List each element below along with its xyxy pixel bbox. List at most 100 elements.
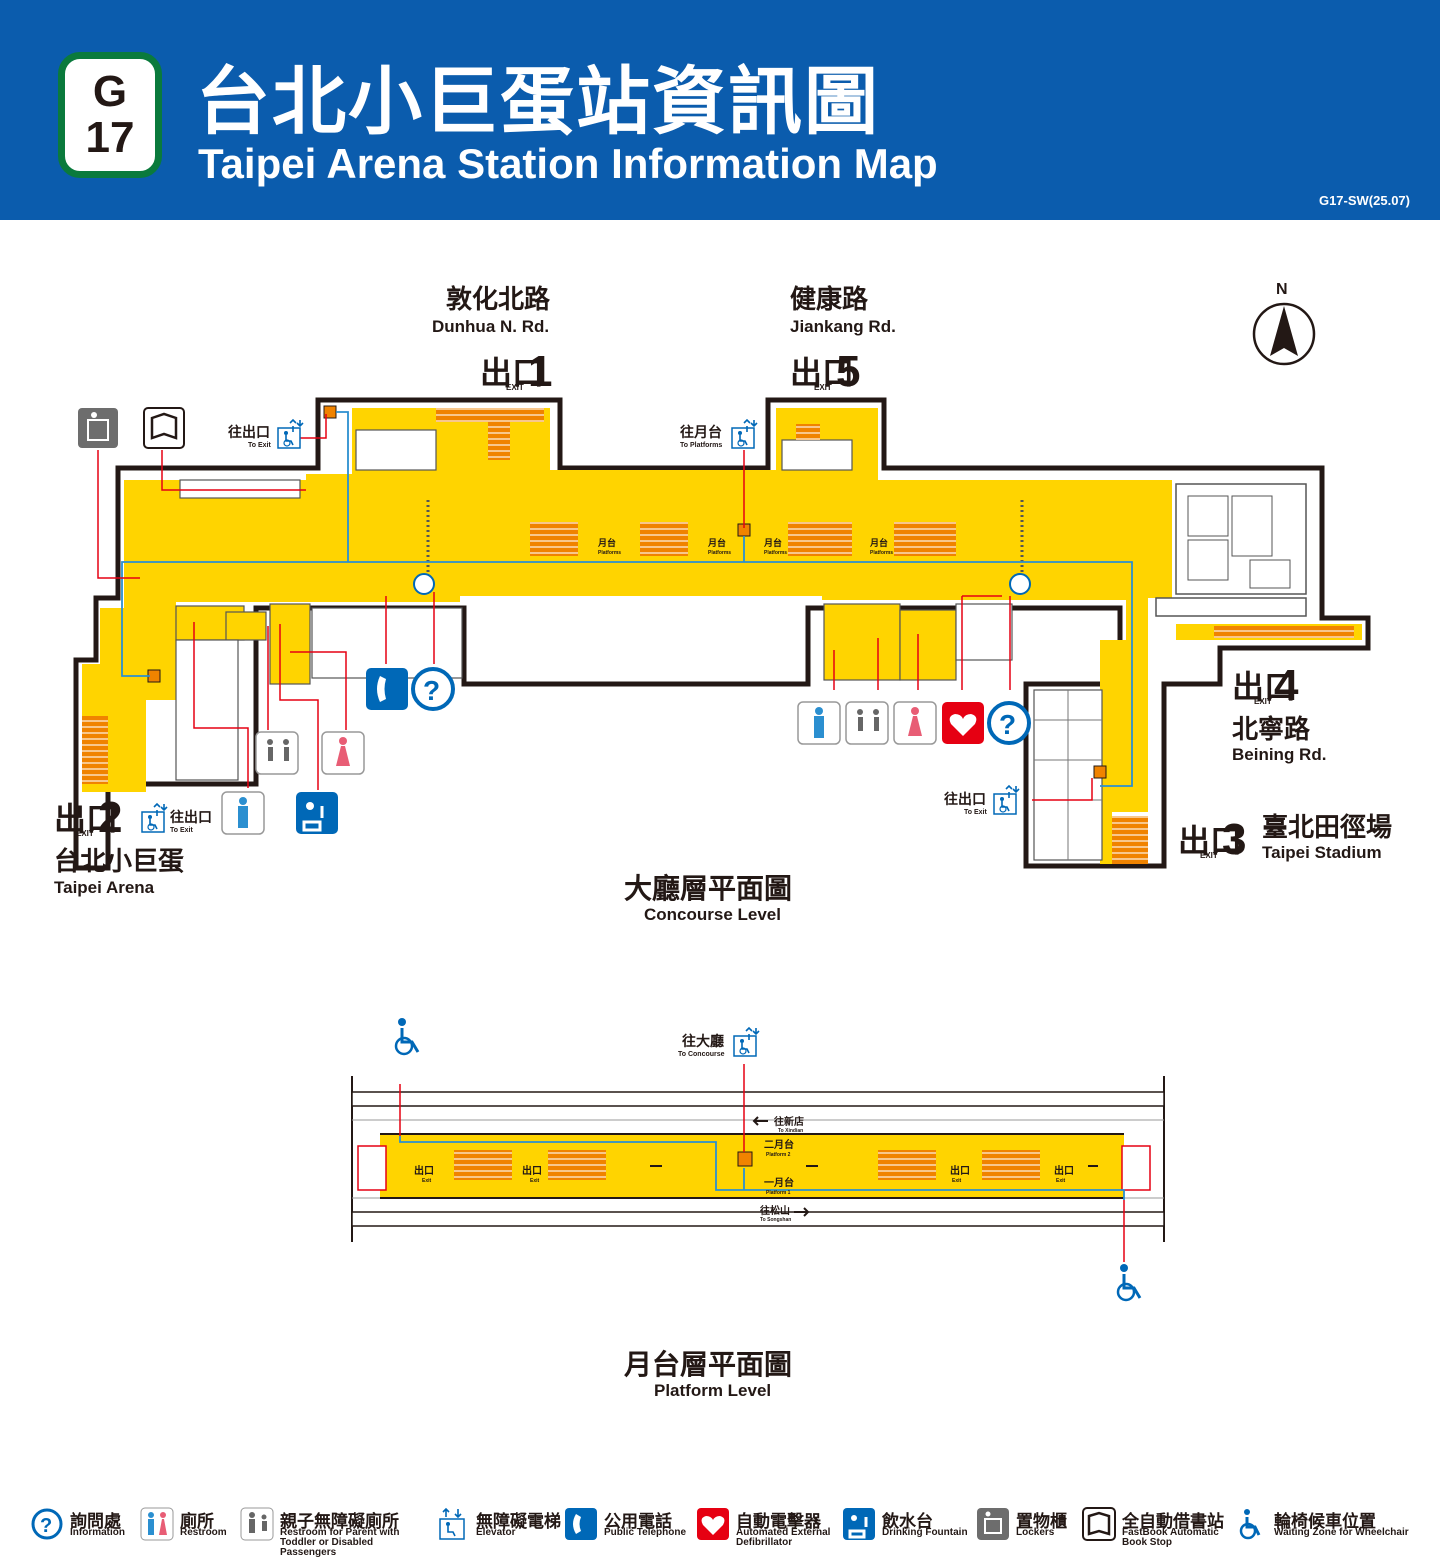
legend: ? 詢問處 Information 廁所 Restroom 親子無障礙廁所 Re… — [30, 1505, 1420, 1558]
elev5-zh: 往大廳 — [682, 1033, 724, 1050]
legend-label: 公用電話 — [604, 1512, 672, 1532]
aed-icon — [942, 702, 984, 744]
page-title: 台北小巨蛋站資訊圖 — [196, 59, 880, 145]
escalator-label-en-1: Platforms — [598, 550, 621, 556]
elev5-en: To Concourse — [678, 1051, 725, 1058]
elev1-en: To Exit — [248, 442, 271, 449]
fastbook-icon — [1082, 1507, 1116, 1541]
legend-label-en: Restroom — [180, 1527, 227, 1538]
information-icon: ? — [31, 1508, 63, 1540]
elev1-zh: 往出口 — [228, 424, 270, 441]
exit1-number: 1 — [528, 347, 552, 396]
page-title-english: Taipei Arena Station Information Map — [198, 140, 938, 187]
accessible-route — [121, 411, 1133, 787]
platform-exit-label-en-2: Exit — [530, 1178, 540, 1184]
station-map: 月台 月台 月台 月台 Platforms Platforms Platform… — [54, 281, 1392, 1400]
exit4-word-en: EXIT — [1254, 697, 1272, 706]
legend-label-en: Information — [70, 1527, 125, 1538]
legend-label-en: Lockers — [1016, 1527, 1055, 1538]
legend-label: 全自動借書站 — [1122, 1512, 1224, 1532]
family-accessible-restroom-icon — [240, 1507, 274, 1541]
exit3-place-en: Taipei Stadium — [1262, 843, 1382, 862]
legend-label: 置物櫃 — [1016, 1512, 1067, 1532]
legend-label-en: Drinking Fountain — [882, 1527, 968, 1538]
legend-label-en: Automated External Defibrillator — [736, 1527, 831, 1548]
elevator-icon — [731, 419, 758, 449]
platform-exit-label-2: 出口 — [522, 1164, 542, 1177]
svg-text:?: ? — [423, 675, 440, 706]
lockers-icon — [977, 1508, 1009, 1540]
legend-label-en: Public Telephone — [604, 1527, 687, 1538]
telephone-icon — [565, 1508, 597, 1540]
exit1-word-en: EXIT — [506, 383, 524, 392]
escalator-label-1: 月台 — [597, 537, 616, 549]
elevator-icon — [733, 1027, 760, 1057]
elev2-zh: 往月台 — [680, 424, 722, 441]
line-code: G — [92, 67, 128, 116]
information-icon: ? — [411, 667, 455, 711]
concourse-floor-plan: 月台 月台 月台 月台 Platforms Platforms Platform… — [73, 397, 1371, 871]
platform-floor-plan — [351, 1064, 1165, 1262]
elevator-sign-concourse: 往大廳 To Concourse — [678, 1027, 760, 1058]
document-code: G17-SW(25.07) — [1318, 193, 1410, 208]
legend-label-en: Waiting Zone for Wheelchair — [1274, 1527, 1409, 1538]
escalator-label-en-2: Platforms — [708, 550, 731, 556]
svg-text:?: ? — [40, 1515, 52, 1537]
restroom-women-icon — [321, 731, 365, 775]
elevator-icon — [277, 419, 304, 449]
legend-label: 無障礙電梯 — [476, 1512, 561, 1532]
exit-5-label: 出口 EXIT 5 — [790, 347, 860, 396]
exit3-number: 3 — [1222, 815, 1246, 864]
legend-label: 親子無障礙廁所 — [280, 1512, 399, 1532]
restroom-women-icon — [893, 701, 937, 745]
elevator-sign-platforms: 往月台 To Platforms — [680, 419, 758, 449]
exit4-word: 出口 — [1232, 668, 1296, 706]
legend-label-en: FastBook Automatic Book Stop — [1122, 1527, 1219, 1548]
elev4-en: To Exit — [964, 809, 987, 816]
exit2-number: 2 — [98, 793, 122, 842]
restroom-men-icon — [221, 791, 265, 835]
exit2-place-zh: 台北小巨蛋 — [54, 846, 184, 877]
station-number: 17 — [85, 113, 135, 162]
concourse-title: 大廳層平面圖 — [624, 872, 792, 905]
exit3-place-zh: 臺北田徑場 — [1262, 813, 1392, 843]
platform-title: 月台層平面圖 — [623, 1348, 792, 1381]
exit5-road-en: Jiankang Rd. — [790, 317, 896, 336]
line-badge: G 17 — [58, 52, 162, 178]
elevator-icon — [993, 785, 1020, 815]
platform1-label-en: Platform 1 — [766, 1190, 791, 1196]
escalator-label-4: 月台 — [869, 537, 888, 549]
restroom-men-icon — [797, 701, 841, 745]
family-accessible-restroom-icon — [845, 701, 889, 745]
to-xindian-label-en: To Xindian — [778, 1128, 803, 1134]
exit-3-label: 出口 EXIT 3 — [1178, 815, 1246, 864]
telephone-icon — [366, 668, 408, 710]
exit1-road-en: Dunhua N. Rd. — [432, 317, 549, 336]
concourse-title-en: Concourse Level — [644, 905, 781, 924]
elev2-en: To Platforms — [680, 442, 722, 449]
platform-title-en: Platform Level — [654, 1381, 771, 1400]
exit2-word: 出口 — [54, 800, 118, 838]
elevator-sign-exit2: 往出口 To Exit — [141, 803, 212, 834]
legend-label: 輪椅候車位置 — [1274, 1512, 1376, 1532]
drinking-fountain-icon — [843, 1508, 875, 1540]
exit-4-label: 出口 EXIT 4 — [1232, 661, 1299, 710]
wheelchair-icon — [1116, 1264, 1142, 1302]
exit2-place-en: Taipei Arena — [54, 878, 155, 897]
legend-label: 飲水台 — [882, 1512, 933, 1532]
locker-icon — [78, 408, 118, 448]
exit1-word: 出口 — [480, 354, 544, 392]
family-accessible-restroom-icon — [255, 731, 299, 775]
to-xindian-label: 往新店 — [774, 1115, 804, 1128]
elev3-en: To Exit — [170, 827, 193, 834]
platform2-label: 二月台 — [764, 1138, 794, 1151]
legend-label: 自動電擊器 — [736, 1512, 821, 1532]
aed-icon — [697, 1508, 729, 1540]
escalator-label-3: 月台 — [763, 537, 782, 549]
legend-label-en: Elevator — [476, 1527, 516, 1538]
wheelchair-icon — [394, 1018, 420, 1056]
exit5-number: 5 — [836, 347, 860, 396]
facility-pointers — [97, 414, 1093, 801]
exit1-road-zh: 敦化北路 — [446, 284, 551, 315]
header-bar: G 17 台北小巨蛋站資訊圖 Taipei Arena Station Info… — [0, 0, 1440, 220]
